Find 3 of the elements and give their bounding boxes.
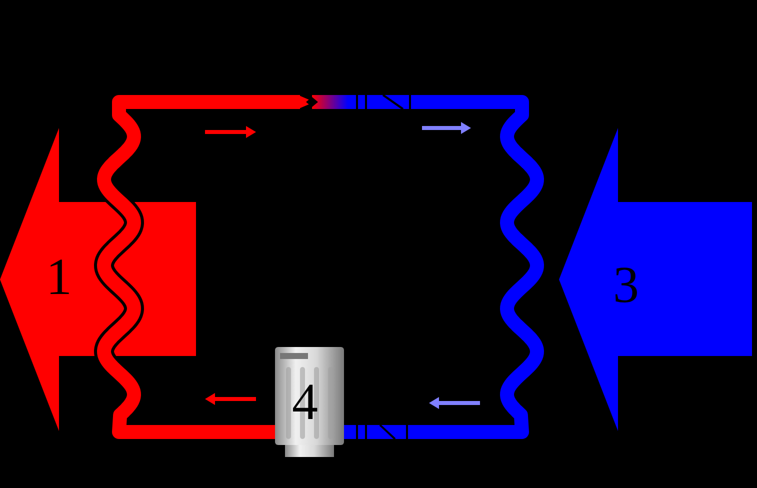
- callout-number: 1: [46, 252, 72, 304]
- callout-number: 3: [613, 260, 639, 312]
- callout-number: 4: [292, 377, 318, 429]
